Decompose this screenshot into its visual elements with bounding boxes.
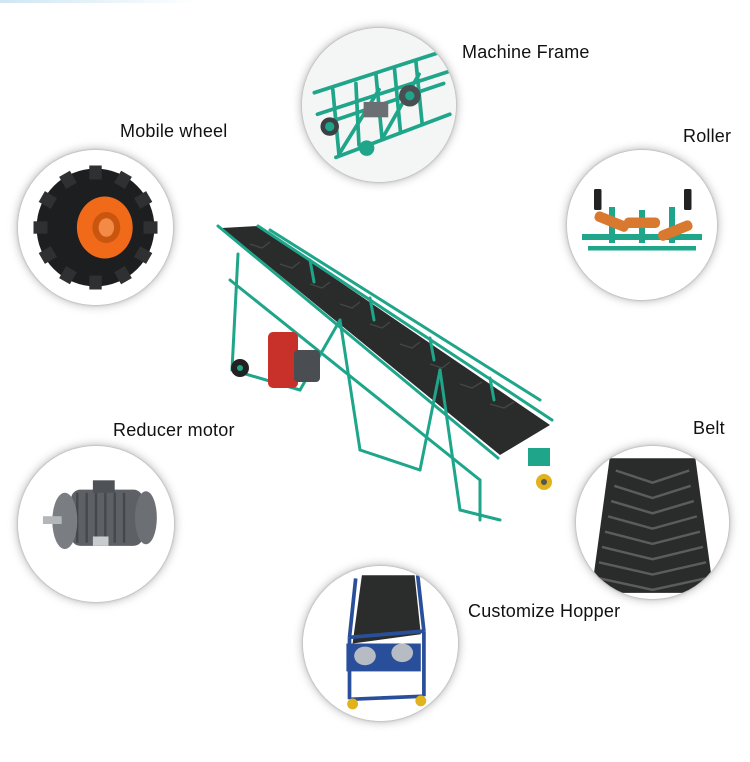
label-mobile-wheel: Mobile wheel xyxy=(120,121,228,141)
belt-conveyor-photo xyxy=(210,220,555,525)
top-accent-line xyxy=(0,0,200,3)
label-roller: Roller xyxy=(683,126,732,146)
machine-frame-photo xyxy=(302,28,456,182)
label-machine-frame: Machine Frame xyxy=(462,42,590,62)
hopper-photo xyxy=(303,566,458,721)
label-reducer-motor: Reducer motor xyxy=(113,420,235,440)
label-belt: Belt xyxy=(693,418,725,438)
roller-photo xyxy=(567,150,717,300)
tire-photo xyxy=(18,150,173,305)
belt-photo xyxy=(576,446,729,599)
motor-photo xyxy=(18,446,174,602)
label-customize-hopper: Customize Hopper xyxy=(468,601,621,621)
